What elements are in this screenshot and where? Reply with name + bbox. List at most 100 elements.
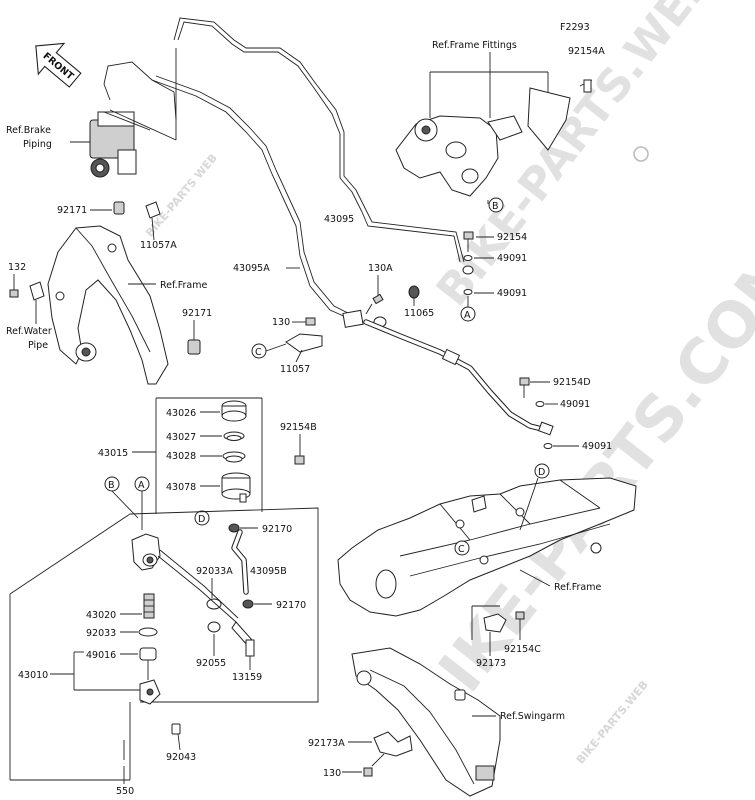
reservoir-cap-43026 [221, 400, 247, 422]
swingarm [351, 647, 501, 797]
svg-text:B: B [492, 201, 499, 212]
bolt-92154 [463, 231, 474, 252]
callout-43015: 43015 [98, 448, 128, 459]
abs-unit [89, 61, 177, 178]
callout-92033A: 92033A [196, 566, 233, 577]
ref-brake-piping-label-2: Piping [23, 139, 52, 150]
svg-text:C: C [458, 544, 465, 555]
callout-92154: 92154 [497, 232, 527, 243]
brake-hose-rear [363, 319, 554, 436]
callout-43010: 43010 [18, 670, 48, 681]
callout-43095: 43095 [324, 214, 354, 225]
svg-text:D: D [198, 514, 205, 525]
grommet-11065 [408, 285, 420, 299]
oring-92055 [207, 621, 221, 633]
callout-92173: 92173 [476, 658, 506, 669]
washer-49091-b [463, 289, 473, 295]
callout-92171-mid: 92171 [182, 308, 212, 319]
callout-49091-a: 49091 [497, 253, 527, 264]
callout-92055: 92055 [196, 658, 226, 669]
callout-13159: 13159 [232, 672, 262, 683]
subassembly-outline-left [9, 513, 131, 595]
svg-text:C: C [255, 347, 262, 358]
bracket-92173A [373, 731, 413, 757]
bolt-92154B [294, 455, 305, 465]
union-fitting [462, 265, 474, 275]
bolt-130-bottom [363, 767, 373, 777]
callout-92154A: 92154A [568, 46, 605, 57]
watermark-small-right: BIKE-PARTS.WEB [574, 678, 651, 766]
callout-43027: 43027 [166, 432, 196, 443]
figure-code: F2293 [560, 22, 590, 33]
marker-b-left: B [104, 476, 120, 492]
grommet-92171-mid [187, 339, 201, 355]
callout-49016: 49016 [86, 650, 116, 661]
bolt-92154D [519, 377, 530, 398]
callout-92154B: 92154B [280, 422, 317, 433]
callout-92171-top: 92171 [57, 205, 87, 216]
callout-92173A: 92173A [308, 738, 345, 749]
bolt-130A [365, 293, 384, 315]
bolt-132 [9, 289, 19, 298]
callout-43078: 43078 [166, 482, 196, 493]
callout-92033: 92033 [86, 628, 116, 639]
callout-92043: 92043 [166, 752, 196, 763]
callout-ref-frame-fittings: Ref.Frame Fittings [432, 40, 517, 51]
washer-49091-d [543, 443, 553, 449]
washer-49091-a [463, 255, 473, 261]
marker-d-right: D [534, 463, 550, 479]
piston-43020 [143, 593, 155, 619]
diaphragm-43028 [222, 451, 246, 463]
reservoir-hose-43095B [231, 529, 249, 595]
callout-11057: 11057 [280, 364, 310, 375]
copyright-icon [633, 146, 649, 162]
oring-92033A [206, 598, 222, 610]
washer-49091-c [535, 401, 545, 407]
boot-49016 [139, 647, 157, 661]
svg-text:A: A [464, 310, 471, 321]
ref-water-pipe-label-2: Pipe [28, 340, 48, 351]
callout-92154D: 92154D [553, 377, 591, 388]
bolt-92154C [515, 611, 525, 620]
callout-43020: 43020 [86, 610, 116, 621]
grommet-92171-top [113, 201, 125, 215]
marker-b-upper: B [488, 197, 504, 213]
callout-130: 130 [272, 317, 290, 328]
brake-pipe-43095A [151, 17, 465, 319]
callout-ref-frame-right: Ref.Frame [554, 582, 601, 593]
clamp-92170-a [228, 523, 240, 533]
ref-water-pipe-label-1: Ref.Water [6, 326, 52, 337]
oring-92033 [138, 627, 158, 637]
bracket-92173 [483, 613, 507, 633]
left-frame-bracket [47, 225, 169, 385]
callout-130A: 130A [368, 263, 393, 274]
svg-text:B: B [108, 480, 115, 491]
ref-brake-piping-label-1: Ref.Brake [6, 125, 51, 136]
callout-92154C: 92154C [504, 644, 541, 655]
callout-132: 132 [8, 262, 26, 273]
svg-text:D: D [538, 467, 545, 478]
marker-a-left: A [134, 476, 150, 492]
callout-43095B: 43095B [250, 566, 287, 577]
svg-text:A: A [138, 480, 145, 491]
callout-550: 550 [116, 786, 134, 797]
callout-ref-swingarm: Ref.Swingarm [500, 711, 565, 722]
callout-49091-b: 49091 [497, 288, 527, 299]
clamp-92170-b [242, 599, 254, 609]
water-pipe-clamp [29, 281, 45, 301]
marker-d-left: D [194, 510, 210, 526]
push-rod-clevis [139, 660, 161, 705]
callout-43095A: 43095A [233, 263, 270, 274]
callout-92170-b: 92170 [276, 600, 306, 611]
watermark-small-left: BIKE-PARTS WEB [143, 152, 220, 240]
bolt-130 [305, 317, 316, 326]
hose-fitting-13159 [231, 621, 255, 657]
callout-43026: 43026 [166, 408, 196, 419]
reservoir-43078 [221, 472, 251, 503]
callout-11065: 11065 [404, 308, 434, 319]
frame-fitting-bracket [395, 79, 593, 197]
callout-92170-a: 92170 [262, 524, 292, 535]
front-arrow-icon: FRONT [35, 42, 82, 88]
marker-a-upper: A [460, 306, 476, 322]
